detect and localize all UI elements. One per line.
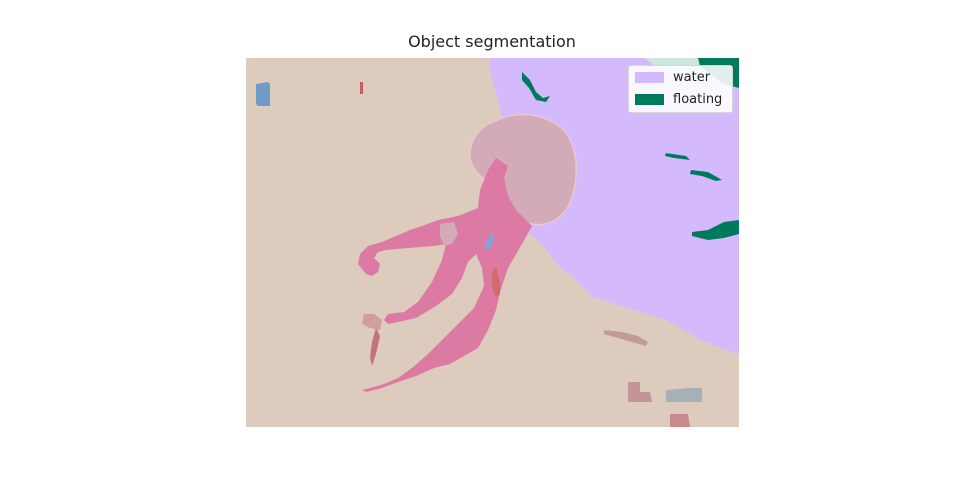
floating-object [692,220,739,240]
jellyfish-patch [440,222,458,246]
jellyfish-arm [358,158,532,392]
blue-object [484,232,494,250]
red-object [360,82,363,94]
gray-object [666,388,702,402]
floating-object [690,170,722,181]
red-object [670,414,690,427]
brown-object [604,330,648,346]
arm-appendage [362,314,382,330]
legend-swatch-water [635,71,664,83]
legend: water floating [628,65,733,113]
legend-label-floating: floating [673,91,723,107]
brown-object [628,382,652,402]
legend-label-water: water [673,69,711,85]
legend-item-water: water [635,68,710,86]
legend-item-floating: floating [635,90,722,108]
floating-object [665,153,690,160]
blue-object [256,82,270,106]
legend-swatch-floating [635,93,664,105]
red-object [492,266,500,298]
floating-object [522,72,550,102]
arm-appendage [370,328,380,366]
figure-title: Object segmentation [408,32,576,51]
segmentation-image [246,58,739,427]
